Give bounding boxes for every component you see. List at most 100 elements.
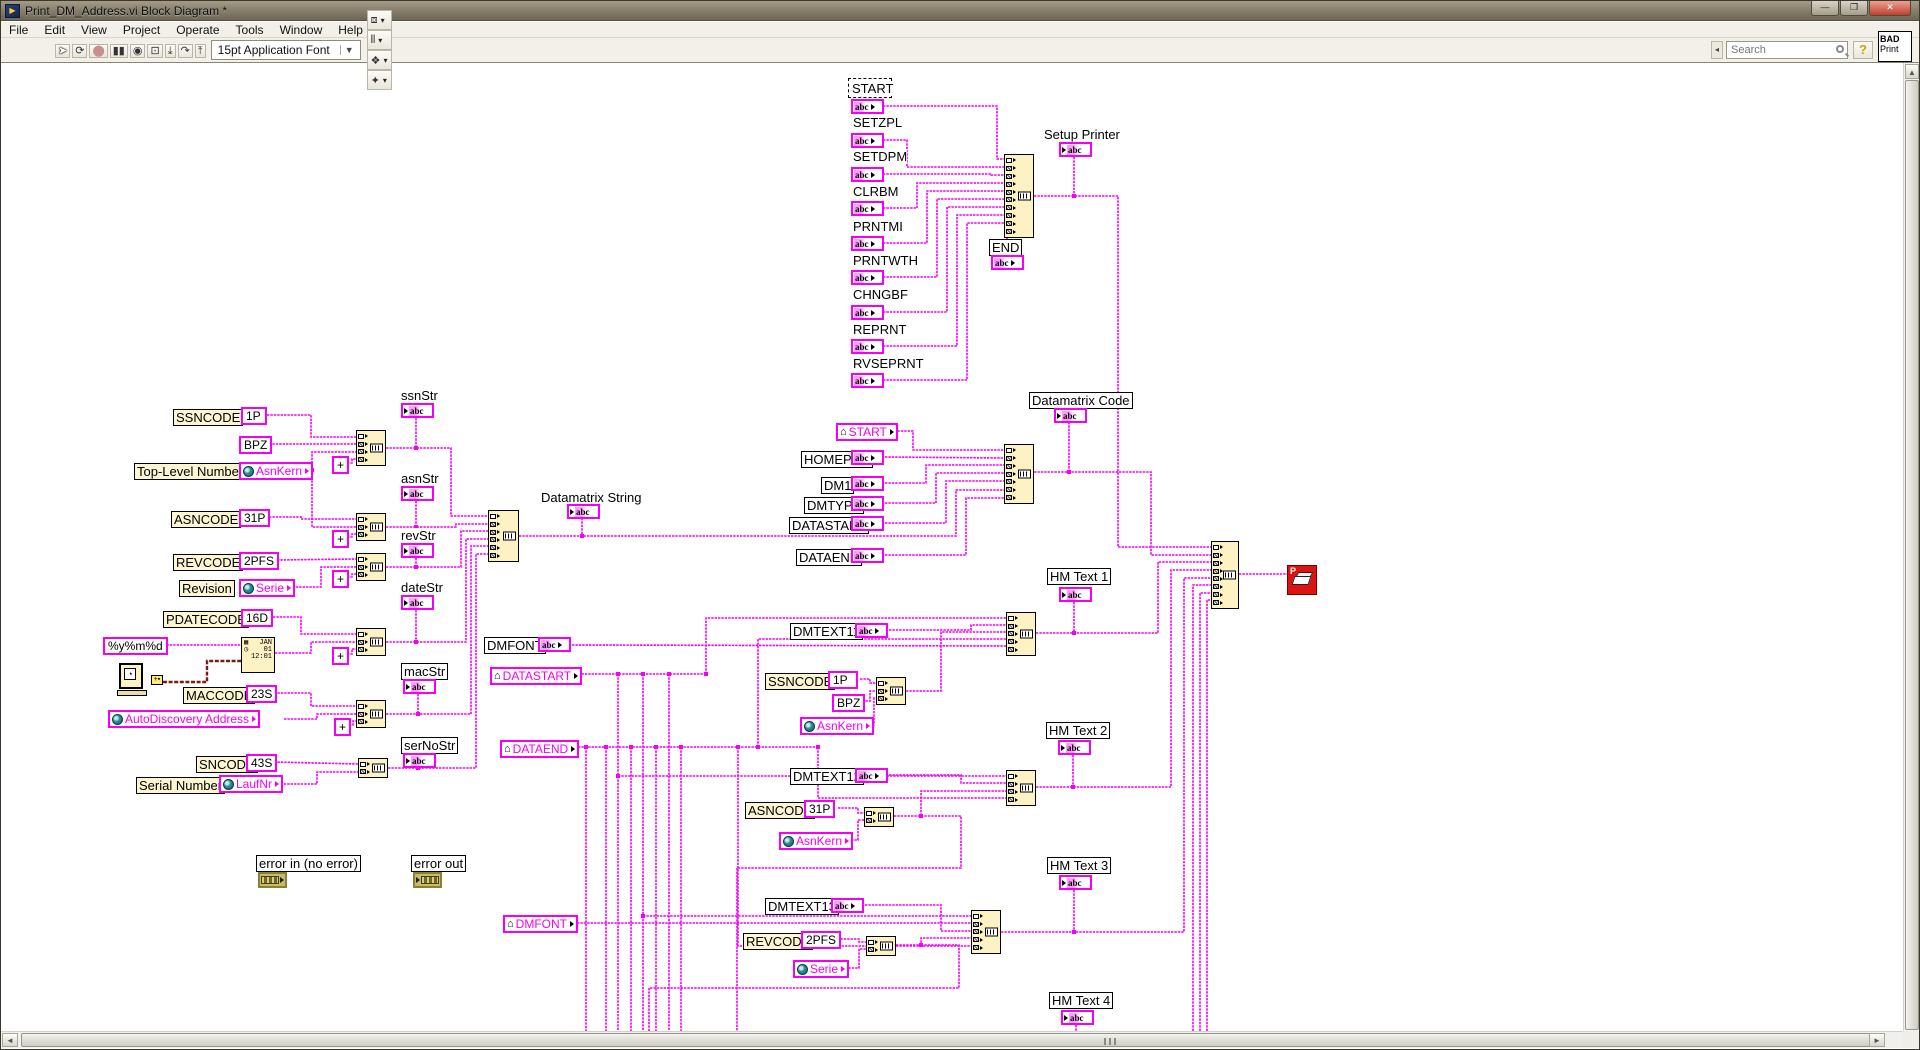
label-revcode[interactable]: REVCODE <box>173 554 244 571</box>
concatenate-datestr[interactable] <box>356 628 386 656</box>
label-datamatrix-code[interactable]: Datamatrix Code <box>1029 392 1133 409</box>
global-laufnr[interactable]: LaufNr <box>219 775 284 793</box>
help-button[interactable]: ? <box>1853 41 1873 59</box>
menu-view[interactable]: View <box>81 22 107 37</box>
label-reprnt[interactable]: REPRNT <box>853 322 907 337</box>
label-hm-text-3[interactable]: HM Text 3 <box>1047 857 1112 874</box>
indicator-datamatrix-string[interactable]: abc <box>567 504 600 519</box>
label-prntmi[interactable]: PRNTMI <box>853 219 903 234</box>
label-end[interactable]: END <box>989 239 1023 256</box>
label-dmtext13[interactable]: DMTEXT13 <box>765 898 839 915</box>
concatenate-revstr[interactable] <box>356 553 386 581</box>
wire[interactable] <box>705 617 1006 674</box>
label-start[interactable]: START <box>852 81 894 96</box>
wire[interactable] <box>845 948 866 969</box>
concatenate-datamatrix-string[interactable] <box>488 510 519 562</box>
string-constant-datastart[interactable]: abc <box>851 516 884 531</box>
wire[interactable] <box>851 819 864 841</box>
scroll-left-button[interactable]: ◄ <box>2 1033 18 1047</box>
wire[interactable] <box>276 558 357 561</box>
horizontal-scrollbar[interactable]: ◄ ► <box>1 1031 1903 1048</box>
label-revstr[interactable]: revStr <box>401 528 436 543</box>
wire[interactable] <box>883 198 1004 278</box>
wire[interactable] <box>860 678 876 684</box>
string-constant-31p[interactable]: 31P <box>239 509 271 527</box>
label-dmtype[interactable]: DMTYPE <box>804 497 865 514</box>
clean-up-diagram-button[interactable]: ✦▾ <box>366 70 392 90</box>
wire[interactable] <box>519 489 1004 537</box>
wire[interactable] <box>269 516 356 520</box>
label-dataend[interactable]: DATAEND <box>796 549 863 566</box>
indicator-revstr[interactable]: abc <box>401 543 434 558</box>
menu-tools[interactable]: Tools <box>235 22 264 37</box>
string-constant-16d[interactable]: 16D <box>241 609 274 627</box>
error-in-terminal[interactable] <box>258 872 287 888</box>
global-serie[interactable]: Serie <box>239 579 296 597</box>
run-continuous-button[interactable]: ⟳ <box>72 43 88 58</box>
indicator-ssnstr[interactable]: abc <box>401 403 434 418</box>
wire[interactable] <box>648 944 960 1031</box>
distribute-objects-button[interactable]: ⫴▾ <box>366 30 392 50</box>
label-sncode[interactable]: SNCODE <box>196 756 258 773</box>
indicator-datestr[interactable]: abc <box>401 595 434 610</box>
local-start[interactable]: ⌂START <box>836 423 898 441</box>
wire[interactable] <box>386 545 488 715</box>
menu-window[interactable]: Window <box>279 22 323 37</box>
wire[interactable] <box>883 182 1004 209</box>
string-constant-start[interactable]: abc <box>851 99 884 114</box>
wire[interactable] <box>885 480 1004 524</box>
label-revision[interactable]: Revision <box>179 580 235 597</box>
wire[interactable] <box>837 938 866 943</box>
local-dataend[interactable]: ⌂DATAEND <box>500 740 580 758</box>
label-datastart[interactable]: DATASTART <box>789 517 870 534</box>
label-clrbm[interactable]: CLRBM <box>853 184 899 199</box>
string-constant-1p[interactable]: 1P <box>241 407 267 425</box>
label-datestr[interactable]: dateStr <box>401 580 443 595</box>
string-constant-prntmi[interactable]: abc <box>851 236 884 251</box>
string-constant-dm1[interactable]: abc <box>851 476 884 491</box>
wire[interactable] <box>883 206 1004 313</box>
wire[interactable] <box>388 553 488 769</box>
wire[interactable] <box>906 631 1006 692</box>
string-constant-plus1[interactable]: + <box>332 456 350 474</box>
string-constant-reprnt[interactable]: abc <box>851 339 884 354</box>
string-constant-bpz-2[interactable]: BPZ <box>832 694 866 712</box>
string-constant-43s[interactable]: 43S <box>246 754 278 772</box>
wire[interactable] <box>347 458 356 464</box>
maximize-button[interactable]: ❐ <box>1840 1 1868 16</box>
wire[interactable] <box>386 530 488 568</box>
string-constant-rvseprnt[interactable]: abc <box>851 373 884 388</box>
concatenate-hm2[interactable] <box>1006 770 1036 806</box>
minimize-button[interactable]: — <box>1811 1 1839 16</box>
wire[interactable] <box>284 713 356 720</box>
error-out-terminal[interactable] <box>413 872 442 888</box>
menu-help[interactable]: Help <box>338 22 363 37</box>
string-constant-dmtype[interactable]: abc <box>851 496 884 511</box>
label-chngbf[interactable]: CHNGBF <box>853 287 908 302</box>
align-objects-button[interactable]: ⧈▾ <box>366 10 392 30</box>
string-constant-plus2[interactable]: + <box>332 530 350 548</box>
wire[interactable] <box>883 190 1004 244</box>
label-dm1[interactable]: DM1 <box>821 477 855 494</box>
label-hm-text-1[interactable]: HM Text 1 <box>1047 568 1112 585</box>
string-constant-chngbf[interactable]: abc <box>851 305 884 320</box>
string-constant-setzpl[interactable]: abc <box>851 133 884 148</box>
string-constant-setdpm[interactable]: abc <box>851 167 884 182</box>
string-constant-bpz[interactable]: BPZ <box>239 436 273 454</box>
wire[interactable] <box>347 648 356 655</box>
string-constant-dmfont[interactable]: abc <box>538 637 571 652</box>
wire[interactable] <box>894 790 1006 817</box>
step-into-button[interactable]: ⤓ <box>164 43 176 58</box>
label-hm-text-2[interactable]: HM Text 2 <box>1046 722 1111 739</box>
highlight-execution-button[interactable]: ◉ <box>129 43 146 58</box>
concatenate-sernostr[interactable] <box>358 758 388 778</box>
global-serie-2[interactable]: Serie <box>793 960 850 978</box>
wire[interactable] <box>273 761 359 765</box>
vertical-scrollbar[interactable]: ▲ ▼ <box>1903 63 1919 1048</box>
wire[interactable] <box>736 815 962 1031</box>
wire[interactable] <box>817 747 1006 799</box>
scroll-right-button[interactable]: ► <box>1869 1033 1885 1047</box>
wire[interactable] <box>883 222 1004 381</box>
string-constant-prntwth[interactable]: abc <box>851 270 884 285</box>
wire[interactable] <box>883 214 1004 347</box>
